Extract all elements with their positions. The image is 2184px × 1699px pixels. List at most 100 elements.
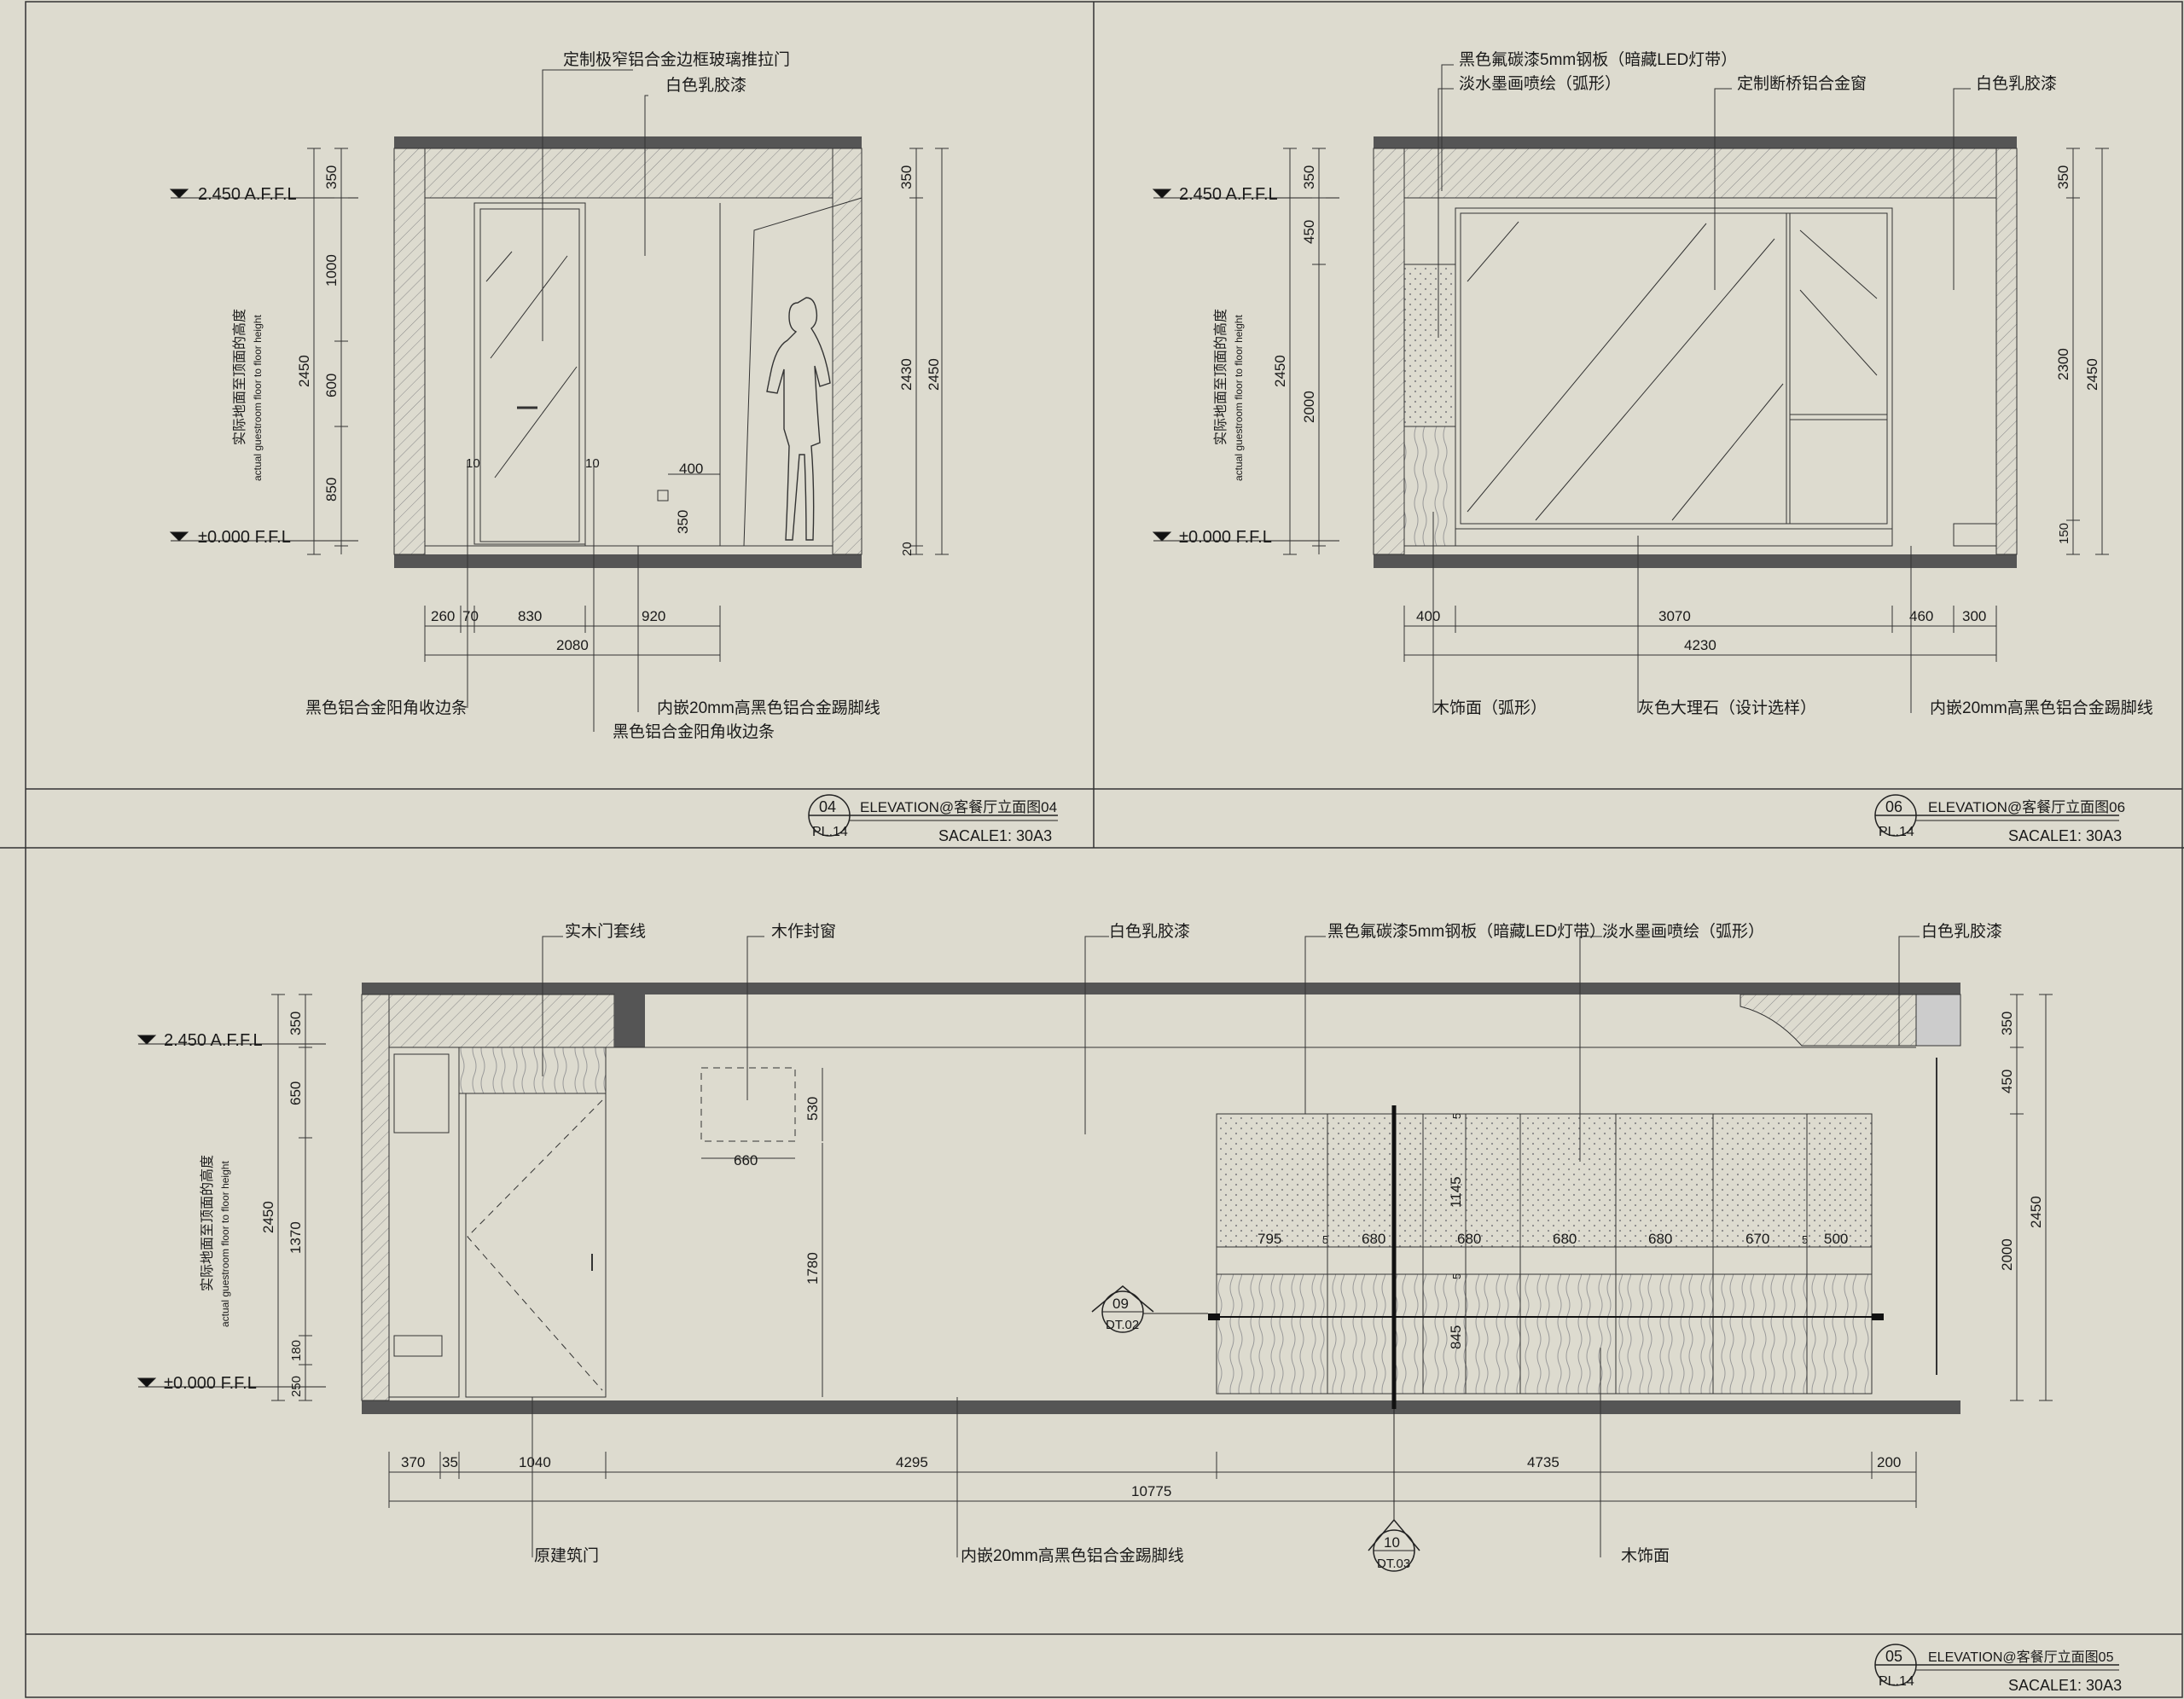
bulkhead-right <box>1740 994 1917 1047</box>
right-ledge <box>1953 523 1997 547</box>
dim-bottom-5: 4230 <box>1684 637 1716 653</box>
dim-right-2: 2430 <box>898 358 915 391</box>
dim-bottom-6: 200 <box>1877 1454 1901 1470</box>
title-06-sheet: PL.14 <box>1879 825 1914 839</box>
dim-chain-left <box>307 148 348 555</box>
dim-left-2: 1000 <box>323 254 340 287</box>
elevation-05: 2.450 A.F.F.L ±0.000 F.F.L 实际地面至顶面的高度 ac… <box>136 922 2122 1694</box>
title-block-04 <box>808 794 1058 837</box>
dim-panel-7: 670 <box>1745 1231 1769 1247</box>
dim-panel-4: 680 <box>1457 1231 1481 1247</box>
note-ink-painting: 淡水墨画喷绘（弧形） <box>1602 922 1764 941</box>
dim-right-2: 450 <box>1999 1070 2015 1093</box>
level-bottom-label: ±0.000 F.F.L <box>1179 528 1272 547</box>
floor-slab <box>1374 554 2017 568</box>
title-06-text: ELEVATION@客餐厅立面图06 <box>1928 799 2125 815</box>
dim-inner-400: 400 <box>679 461 703 477</box>
right-column-cap <box>1915 994 1961 1047</box>
door-leaf <box>465 1093 607 1398</box>
height-caption-cn: 实际地面至顶面的高度 <box>200 1155 215 1291</box>
dim-chain-left <box>271 994 312 1401</box>
section-marker-09 <box>1091 1285 1208 1333</box>
dim-bottom-4: 4295 <box>896 1454 928 1470</box>
level-markers <box>136 1035 326 1388</box>
dim-left-3: 2450 <box>1272 355 1288 387</box>
dim-left-4: 600 <box>323 374 340 397</box>
bulkhead-left <box>388 994 615 1048</box>
marble-sill <box>1455 528 1893 547</box>
dim-left-4: 1370 <box>288 1221 304 1254</box>
level-markers <box>1152 188 1339 542</box>
dim-left-3: 2450 <box>296 355 312 387</box>
dim-right-4: 20 <box>900 542 915 556</box>
sealed-window <box>700 1067 796 1142</box>
cabinet-upper <box>393 1053 450 1134</box>
door-header <box>458 1047 607 1094</box>
elevation-06: 2.450 A.F.F.L ±0.000 F.F.L 实际地面至顶面的高度 ac… <box>1152 50 2153 844</box>
note-window: 定制断桥铝合金窗 <box>1737 74 1867 93</box>
dim-left-1: 350 <box>323 165 340 189</box>
note-white-latex: 白色乳胶漆 <box>1976 74 2057 93</box>
bulkhead <box>1403 148 1997 199</box>
note-wood-veneer: 木饰面 <box>1621 1546 1670 1565</box>
dim-bottom-1: 370 <box>401 1454 425 1470</box>
dim-panel-6: 680 <box>1648 1231 1672 1247</box>
note-corner-trim-2: 黑色铝合金阳角收边条 <box>613 722 775 741</box>
dim-left-3: 2450 <box>260 1201 276 1233</box>
window-frame-block <box>614 994 645 1047</box>
dim-chain-bottom <box>424 606 721 662</box>
section-end-left <box>1208 1313 1220 1320</box>
human-figure <box>766 297 831 541</box>
bulkhead <box>424 148 834 199</box>
floor-slab <box>394 554 862 568</box>
title-06-scale: SACALE1: 30A3 <box>2008 827 2122 844</box>
section-10-number: 10 <box>1384 1534 1400 1551</box>
dim-bottom-3: 830 <box>518 608 542 624</box>
elevation-04: 2.450 A.F.F.L ±0.000 F.F.L 实际地面至顶面的高度 ac… <box>169 50 1058 844</box>
dim-right-1: 350 <box>1999 1012 2015 1035</box>
section-marker-10 <box>1368 1409 1420 1572</box>
note-original-door: 原建筑门 <box>534 1546 599 1565</box>
dim-panel-1: 795 <box>1258 1231 1281 1247</box>
note-corner-trim-1: 黑色铝合金阳角收边条 <box>305 699 468 717</box>
note-white-latex: 白色乳胶漆 <box>665 76 746 95</box>
dim-chain-right <box>2010 994 2053 1401</box>
note-skirting: 内嵌20mm高黑色铝合金踢脚线 <box>657 699 880 717</box>
note-marble: 灰色大理石（设计选样） <box>1638 699 1816 717</box>
level-top-label: 2.450 A.F.F.L <box>198 185 297 204</box>
ceiling-slab <box>362 983 1960 994</box>
dim-panel-3: 680 <box>1362 1231 1385 1247</box>
dim-panel-5: 680 <box>1553 1231 1577 1247</box>
level-top-label: 2.450 A.F.F.L <box>1179 185 1278 204</box>
dim-left-5: 180 <box>289 1340 304 1361</box>
dim-left-2: 450 <box>1301 220 1317 244</box>
dim-bottom-2: 3070 <box>1658 608 1691 624</box>
dim-bottom-3: 1040 <box>519 1454 551 1470</box>
wood-veneer-band <box>1216 1273 1873 1395</box>
note-skirting: 内嵌20mm高黑色铝合金踢脚线 <box>1930 699 2153 717</box>
dim-bottom-4: 300 <box>1962 608 1986 624</box>
title-block-06 <box>1874 794 2119 837</box>
door-swing <box>467 1099 603 1391</box>
note-sealed-window: 木作封窗 <box>771 922 836 941</box>
dim-sill-h: 1780 <box>804 1252 821 1284</box>
dim-bottom-total: 10775 <box>1131 1483 1171 1499</box>
title-06-number: 06 <box>1885 798 1902 815</box>
dim-bottom-1: 260 <box>431 608 455 624</box>
title-04-text: ELEVATION@客餐厅立面图04 <box>860 799 1057 815</box>
note-skirting: 内嵌20mm高黑色铝合金踢脚线 <box>961 1546 1184 1565</box>
door-casing <box>388 1047 460 1398</box>
level-top-label: 2.450 A.F.F.L <box>164 1031 263 1050</box>
dim-bottom-2: 35 <box>442 1454 458 1470</box>
note-door-trim: 实木门套线 <box>565 922 646 941</box>
left-wall <box>361 994 390 1401</box>
note-white-latex-1: 白色乳胶漆 <box>1109 922 1190 941</box>
title-05-text: ELEVATION@客餐厅立面图05 <box>1928 1650 2114 1665</box>
right-wall <box>832 148 863 555</box>
dim-chain-right <box>2066 148 2109 555</box>
leader-lines <box>531 936 1920 1557</box>
dim-inner-10b: 10 <box>585 456 600 471</box>
dim-inner-lines <box>701 1068 1467 1397</box>
ink-painting-panel <box>1403 264 1456 427</box>
